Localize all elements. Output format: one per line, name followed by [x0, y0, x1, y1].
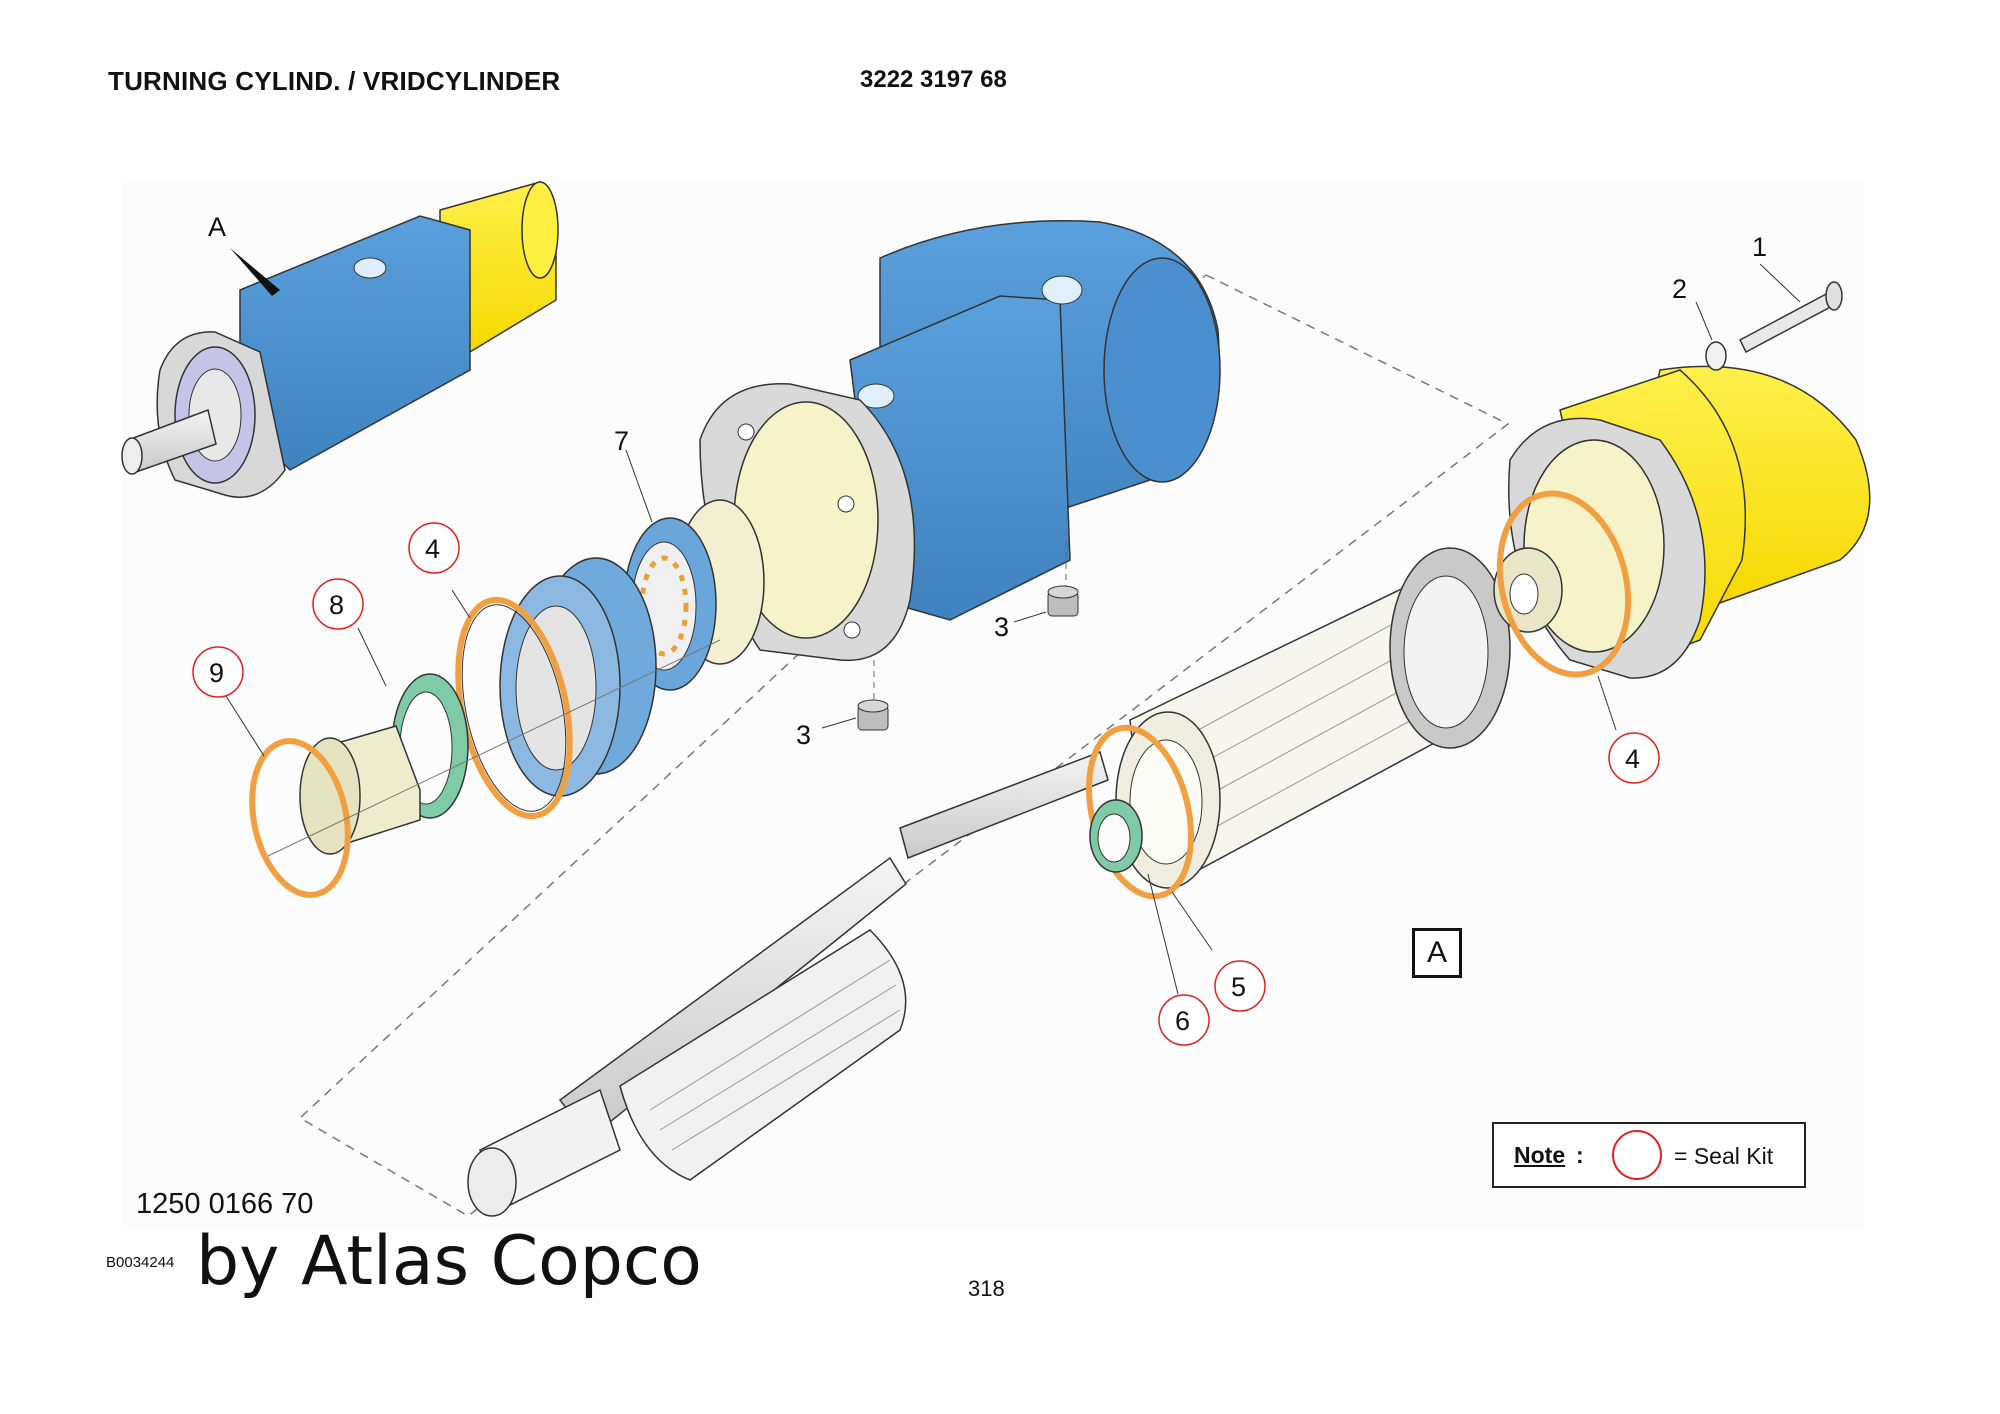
yellow-end-cap: [1493, 365, 1871, 679]
plug-upper: [1047, 585, 1079, 617]
assembly-number: 1250 0166 70: [136, 1188, 314, 1220]
part-code: 3222 3197 68: [860, 66, 1007, 93]
callout-3-lower: 3: [796, 720, 811, 750]
page-number: 318: [968, 1276, 1005, 1301]
gland-ring: [499, 557, 657, 797]
seal-kit-note: Note : = Seal Kit: [1492, 1122, 1806, 1188]
seal-ring-9: [249, 738, 351, 898]
callout-1: 1: [1752, 232, 1767, 262]
callout-4-left: 4: [425, 534, 440, 564]
grey-gear-ring: [1389, 547, 1511, 749]
callout-2: 2: [1672, 274, 1687, 304]
seal-kit-circle-icon: [1612, 1130, 1662, 1180]
arrow-a-pointer: [230, 248, 280, 296]
drawing-id: B0034244: [106, 1254, 175, 1271]
note-text: = Seal Kit: [1674, 1143, 1774, 1169]
plug-lower: [857, 699, 889, 731]
brand-text: by Atlas Copco: [196, 1222, 702, 1301]
page-title: TURNING CYLIND. / VRIDCYLINDER: [108, 66, 561, 96]
view-label-a: A: [208, 212, 226, 242]
callout-3-upper: 3: [994, 612, 1009, 642]
callout-7: 7: [614, 426, 629, 456]
callout-6: 6: [1175, 1006, 1190, 1036]
washer-2: [1705, 341, 1727, 371]
seal-ring-4-right: [1496, 490, 1632, 678]
cream-bushing: [299, 725, 421, 855]
note-label: Note: [1514, 1142, 1566, 1168]
view-a-box-label: A: [1426, 936, 1447, 969]
helical-shaft: [467, 751, 1109, 1217]
callout-9: 9: [209, 658, 224, 688]
callout-8: 8: [329, 590, 344, 620]
shaft-helix-gear: [619, 929, 907, 1181]
bearing-assembly: [623, 499, 765, 691]
bolt-1: [1739, 281, 1843, 354]
blue-housing: [699, 220, 1221, 704]
callout-4-right: 4: [1625, 744, 1640, 774]
note-colon: :: [1576, 1142, 1584, 1168]
view-a-box: A: [1412, 928, 1462, 978]
assembled-cylinder: [121, 181, 559, 498]
callout-5: 5: [1231, 972, 1246, 1002]
assembly-outline: [298, 274, 1510, 1217]
